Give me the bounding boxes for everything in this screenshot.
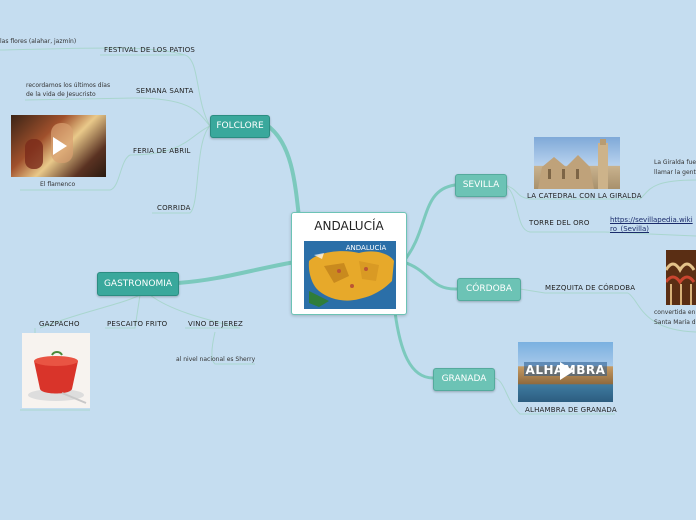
mezquita-image [666,250,696,305]
note-mezquita-2: Santa María de [654,319,696,326]
caption-flamenco: El flamenco [40,181,76,188]
gazpacho-image [22,333,90,408]
central-title: ANDALUCÍA [314,219,384,233]
topic-cordoba[interactable]: CÓRDOBA [457,278,521,301]
node-semana-santa[interactable]: SEMANA SANTA [136,87,194,95]
topic-folclore-label: FOLCLORE [216,121,264,131]
link-torre-oro-1[interactable]: https://sevillapedia.wiki [610,216,693,224]
play-icon[interactable] [53,137,67,155]
andalucia-map-image: ANDALUCÍA [304,241,396,309]
node-feria-abril[interactable]: FERIA DE ABRIL [133,147,191,155]
catedral-image [534,137,620,189]
node-mezquita[interactable]: MEZQUITA DE CÓRDOBA [545,284,636,292]
link-central-gastronomia [176,260,297,285]
topic-gastronomia[interactable]: GASTRONOMIA [97,272,179,296]
node-pescaito-frito[interactable]: PESCAITO FRITO [107,320,168,328]
map-title: ANDALUCÍA [346,243,387,252]
node-alhambra[interactable]: ALHAMBRA DE GRANADA [525,406,617,414]
node-vino-jerez[interactable]: VINO DE JEREZ [188,320,244,328]
central-node[interactable]: ANDALUCÍA ANDALUCÍA [291,212,407,315]
topic-granada[interactable]: GRANADA [433,368,495,391]
note-vino-jerez: al nivel nacional es Sherry [176,356,256,363]
node-gazpacho[interactable]: GAZPACHO [39,320,80,328]
link-central-sevilla [401,183,457,264]
link-torre-oro-2[interactable]: ro_(Sevilla) [610,225,649,233]
note-catedral-1: La Giralda fue [654,159,696,166]
alhambra-video-thumbnail[interactable]: ALHAMBRA [518,342,613,402]
flamenco-video-thumbnail[interactable] [11,115,106,177]
link-central-cordoba [401,260,459,291]
note-festival-patios: las flores (alahar, jazmín) [0,38,77,45]
node-torre-oro[interactable]: TORRE DEL ORO [529,219,590,227]
note-semana-santa-2: de la vida de Jesucristo [26,91,96,98]
topic-gastronomia-label: GASTRONOMIA [103,279,173,289]
note-catedral-2: llamar la gente [654,169,696,176]
note-mezquita-1: convertida en ( [654,309,696,316]
topic-granada-label: GRANADA [441,374,487,384]
link-central-granada [393,310,435,380]
topic-sevilla[interactable]: SEVILLA [455,174,507,197]
node-festival-patios[interactable]: FESTIVAL DE LOS PATIOS [104,46,196,54]
topic-sevilla-label: SEVILLA [462,180,500,190]
topic-folclore[interactable]: FOLCLORE [210,115,270,138]
play-icon[interactable] [560,362,574,380]
note-semana-santa-1: recordamos los últimos días [26,82,111,89]
topic-cordoba-label: CÓRDOBA [466,284,512,294]
node-corrida[interactable]: CORRIDA [157,204,191,212]
node-catedral-giralda[interactable]: LA CATEDRAL CON LA GIRALDA [527,192,642,200]
